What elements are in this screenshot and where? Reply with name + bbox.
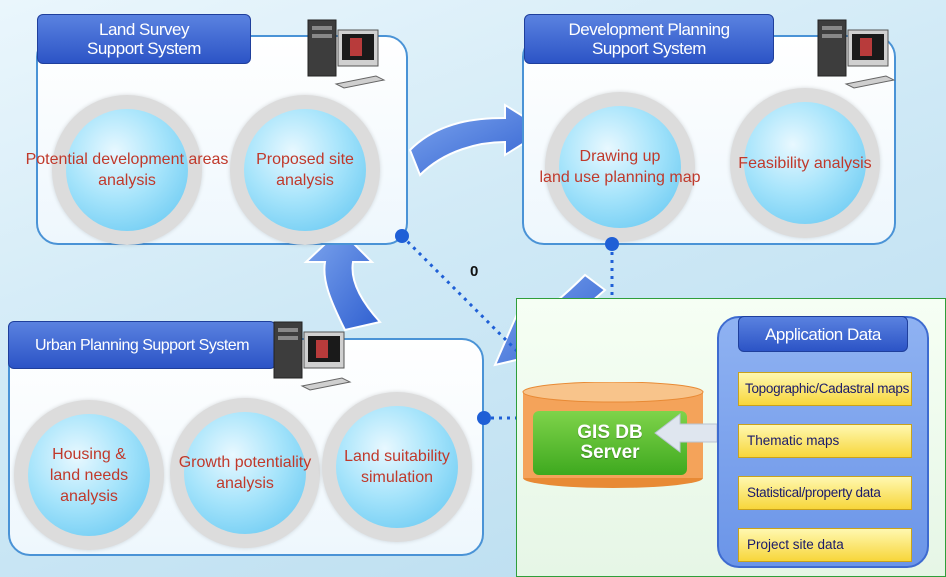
land-use-map-label: Drawing up land use planning map (539, 148, 701, 186)
urban-title: Urban Planning Support System (8, 321, 276, 369)
connector-dot (395, 229, 409, 243)
housing-needs-label: Housing & land needs analysis (49, 445, 129, 505)
land-suitability-circle[interactable]: Land suitability simulation (322, 392, 472, 542)
computer-icon (817, 19, 896, 89)
app-item-statistical[interactable]: Statistical/property data (738, 476, 912, 510)
proposed-site-circle[interactable]: Proposed site analysis (230, 95, 380, 245)
land-use-map-circle[interactable]: Drawing up land use planning map (539, 92, 701, 242)
potential-development-label: Potential development areas analysis (25, 151, 229, 189)
connector-dot (605, 237, 619, 251)
potential-development-circle[interactable]: Potential development areas analysis (26, 95, 228, 245)
arrow-up-icon (303, 228, 382, 332)
housing-needs-circle[interactable]: Housing & land needs analysis (14, 400, 164, 550)
app-item-thematic[interactable]: Thematic maps (738, 424, 912, 458)
app-item-topographic[interactable]: Topographic/Cadastral maps (738, 372, 912, 406)
center-marker: 0 (470, 263, 479, 280)
connector-dot (477, 411, 491, 425)
computer-icon (273, 321, 352, 391)
feasibility-label: Feasibility analysis (738, 154, 872, 172)
computer-icon (307, 19, 386, 89)
growth-potential-circle[interactable]: Growth potentiality analysis (170, 398, 320, 548)
app-item-project-site[interactable]: Project site data (738, 528, 912, 562)
feasibility-circle[interactable]: Feasibility analysis (730, 88, 880, 238)
application-data-title: Application Data (738, 316, 908, 352)
land-survey-title: Land Survey Support System (37, 14, 251, 64)
land-suitability-label: Land suitability simulation (344, 448, 450, 486)
gis-db-server-label: GIS DB Server (533, 411, 687, 475)
development-title: Development Planning Support System (524, 14, 774, 64)
proposed-site-label: Proposed site analysis (256, 151, 354, 189)
growth-potential-label: Growth potentiality analysis (178, 454, 312, 492)
